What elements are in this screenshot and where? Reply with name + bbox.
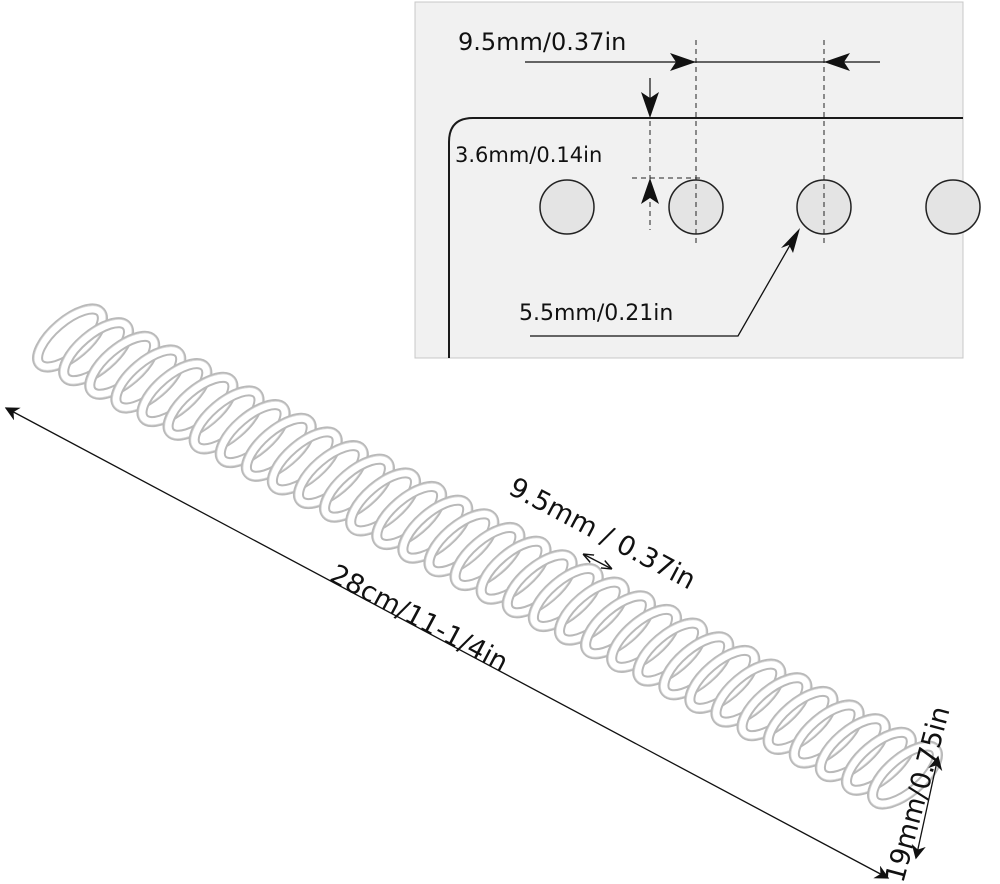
coil-loop — [32, 303, 108, 373]
length-dimension-line — [4, 407, 890, 879]
pitch-dimension-line — [583, 554, 612, 569]
coil-loop — [110, 344, 187, 414]
spiral-binding-coil — [32, 303, 943, 810]
punch-hole — [539, 179, 595, 235]
hole-leader-line — [530, 239, 794, 337]
coil-dimensions: 28cm/11-1/4in 9.5mm / 0.37in 19mm/0.75in — [4, 407, 957, 884]
diameter-dimension-line — [911, 755, 943, 860]
arrow-icon — [641, 92, 659, 118]
arrow-icon — [824, 53, 850, 71]
arrow-icon — [781, 228, 800, 253]
hole-spacing-inset: 9.5mm/0.37in 3.6mm/0.14in 5.5mm/0.21in — [414, 1, 981, 359]
hole-diameter-label: 5.5mm/0.21in — [519, 301, 673, 326]
punch-hole — [925, 179, 981, 235]
coil-loop — [84, 330, 161, 400]
pitch-label: 9.5mm/0.37in — [458, 28, 626, 56]
arrow-icon — [670, 53, 696, 71]
arrow-icon — [641, 178, 659, 204]
margin-label: 3.6mm/0.14in — [455, 143, 602, 167]
coil-loop — [58, 317, 134, 387]
page-edge — [448, 117, 963, 358]
